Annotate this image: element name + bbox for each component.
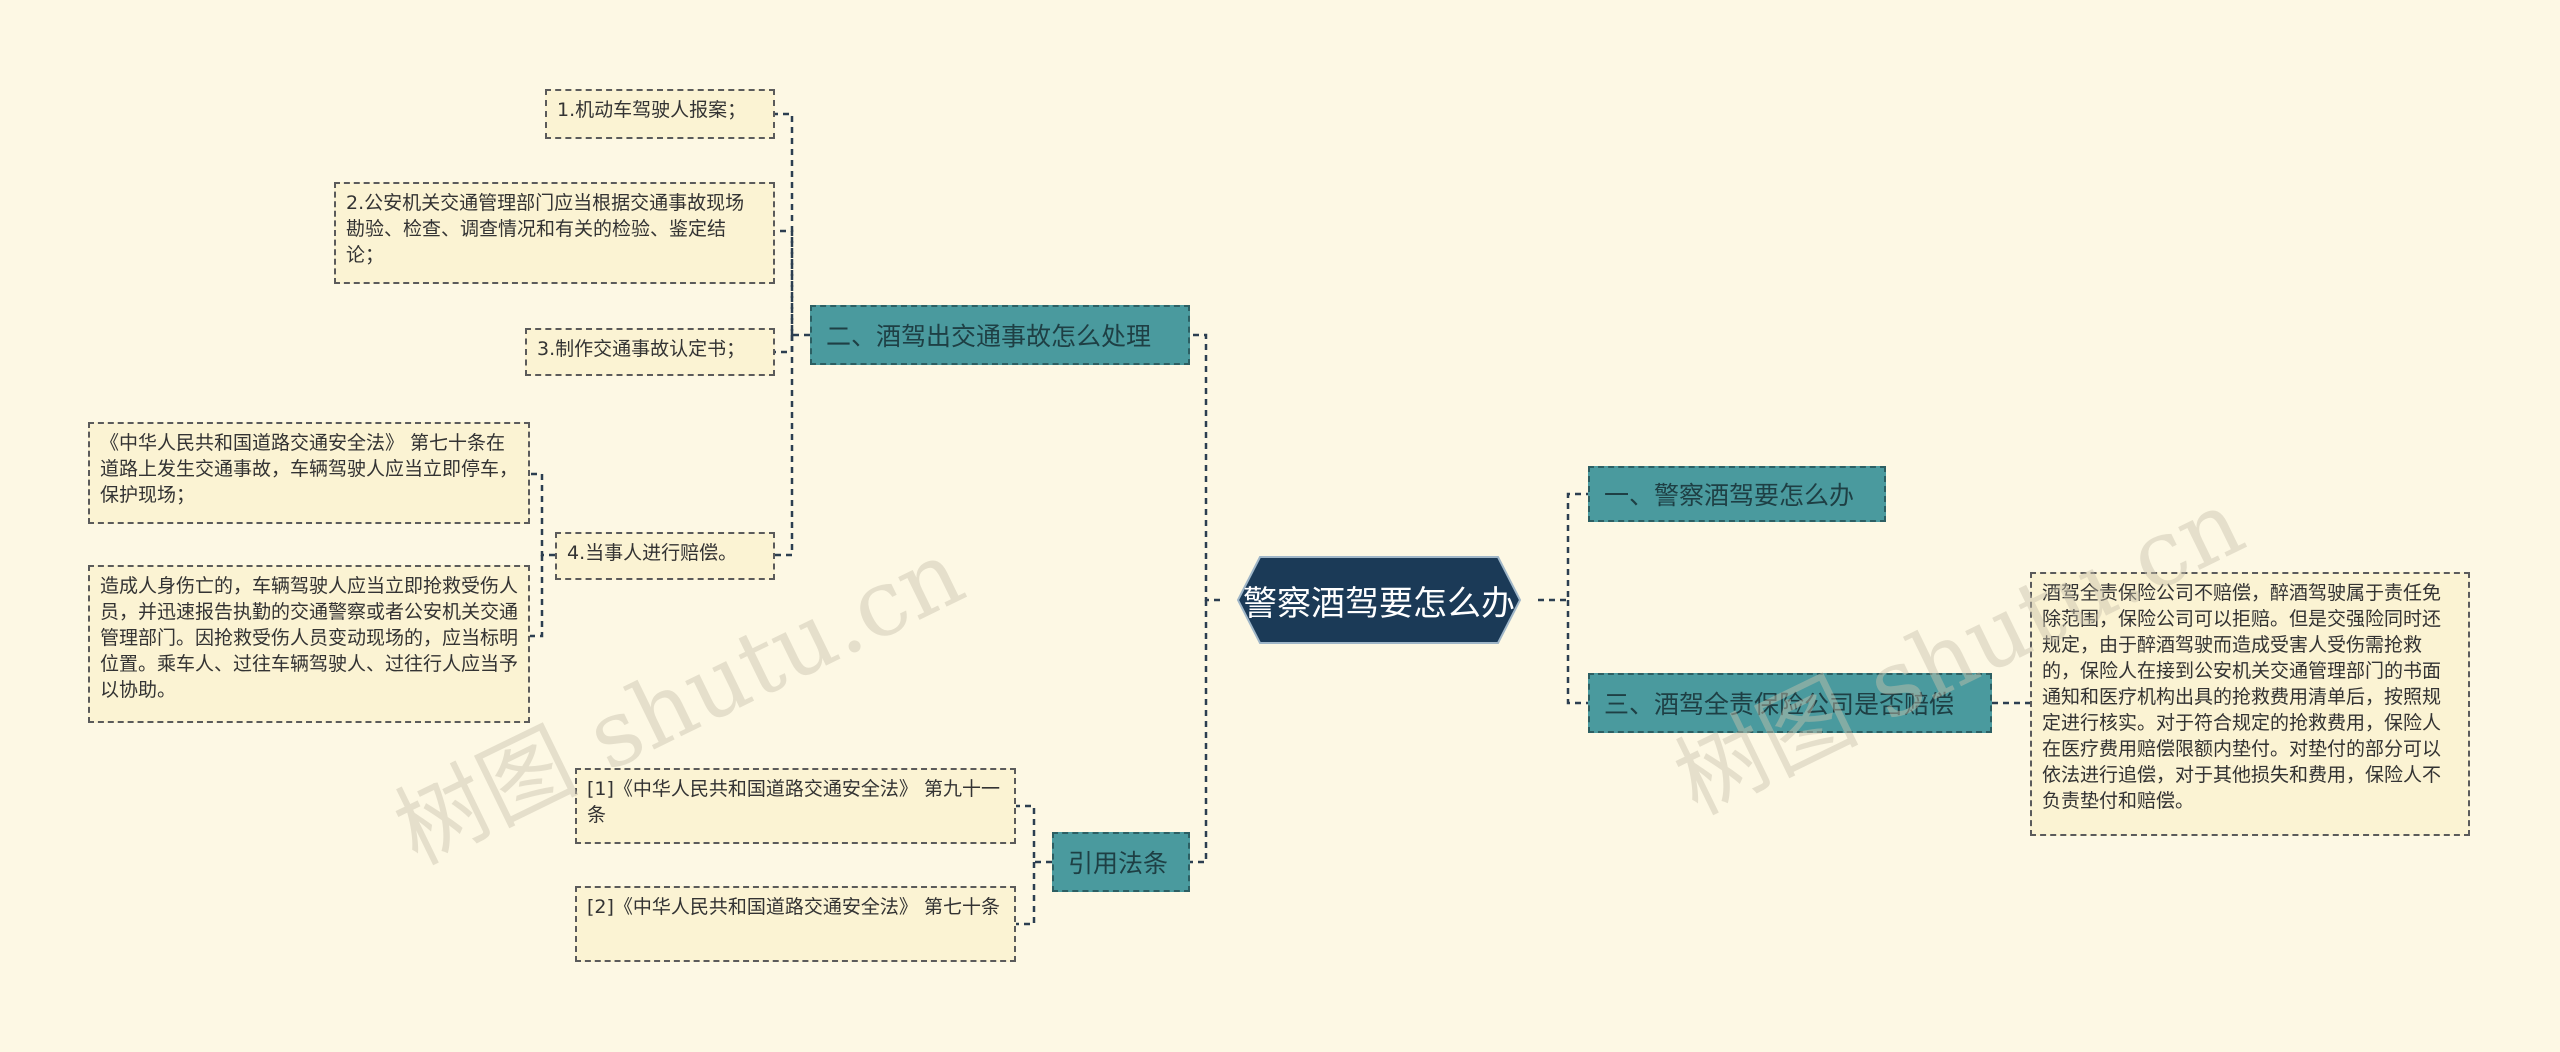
branch-dui-accident-handling[interactable]: 二、酒驾出交通事故怎么处理 (810, 305, 1190, 365)
branch-label: 引用法条 (1068, 849, 1169, 878)
leaf-police-investigation[interactable]: 2.公安机关交通管理部门应当根据交通事故现场勘验、检查、调查情况和有关的检验、鉴… (334, 182, 775, 284)
leaf-party-compensation[interactable]: 4.当事人进行赔偿。 (555, 532, 775, 580)
leaf-citation-article-70[interactable]: [2]《中华人民共和国道路交通安全法》 第七十条 (575, 886, 1016, 962)
leaf-citation-article-91[interactable]: [1]《中华人民共和国道路交通安全法》 第九十一条 (575, 768, 1016, 844)
root-node[interactable]: 警察酒驾要怎么办 (1220, 555, 1538, 645)
branch-how-to-handle-police-dui[interactable]: 一、警察酒驾要怎么办 (1588, 466, 1886, 522)
leaf-rescue-injured[interactable]: 造成人身伤亡的，车辆驾驶人应当立即抢救受伤人员，并迅速报告执勤的交通警察或者公安… (88, 565, 530, 723)
branch-insurance-compensation[interactable]: 三、酒驾全责保险公司是否赔偿 (1588, 673, 1992, 733)
leaf-law-article-70-stop[interactable]: 《中华人民共和国道路交通安全法》 第七十条在道路上发生交通事故，车辆驾驶人应当立… (88, 422, 530, 524)
branch-label: 三、酒驾全责保险公司是否赔偿 (1604, 690, 1955, 719)
branch-label: 一、警察酒驾要怎么办 (1604, 481, 1855, 510)
leaf-insurance-details[interactable]: 酒驾全责保险公司不赔偿，醉酒驾驶属于责任免除范围，保险公司可以拒赔。但是交强险同… (2030, 572, 2470, 836)
leaf-driver-report[interactable]: 1.机动车驾驶人报案； (545, 89, 775, 139)
root-hexagon-shape (1236, 556, 1522, 644)
leaf-accident-report[interactable]: 3.制作交通事故认定书； (525, 328, 775, 376)
branch-cited-laws[interactable]: 引用法条 (1052, 832, 1190, 892)
branch-label: 二、酒驾出交通事故怎么处理 (826, 322, 1152, 351)
root-label: 警察酒驾要怎么办 (1243, 583, 1515, 624)
